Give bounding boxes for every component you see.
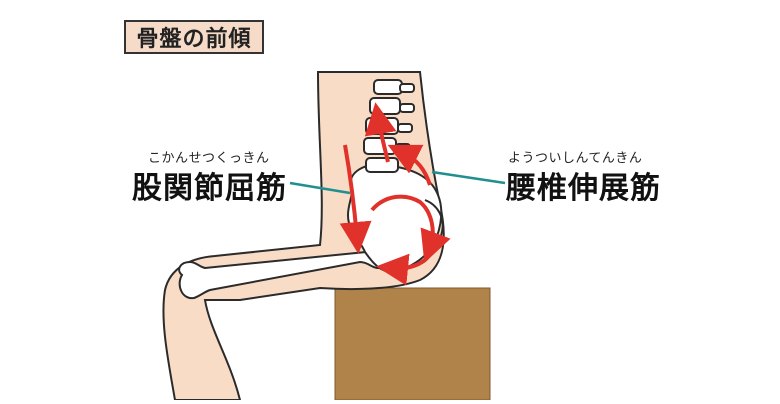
movement-arrows xyxy=(339,102,451,286)
hip-flexor-arrow xyxy=(339,144,372,254)
vertebra xyxy=(369,97,401,115)
vertebra xyxy=(365,157,399,173)
vertebral-process xyxy=(399,83,415,93)
right-label-reading: ようついしんてんきん xyxy=(508,151,643,166)
vertebra xyxy=(373,79,403,95)
left-pointer-line xyxy=(289,181,351,195)
lumbar-extensor-arrow xyxy=(387,144,432,186)
vertebra xyxy=(363,137,397,155)
vertebral-process xyxy=(397,123,413,133)
pelvis-rotation-arrow xyxy=(370,194,451,263)
vertebral-process xyxy=(399,103,415,113)
right-label: 腰椎伸展筋 xyxy=(506,171,661,206)
right-pointer-line xyxy=(431,170,506,185)
page-title: 骨盤の前傾 xyxy=(124,20,264,54)
left-label: 股関節屈筋 xyxy=(132,171,287,206)
seat-box xyxy=(334,287,491,401)
left-label-reading: こかんせつくっきん xyxy=(148,151,270,166)
lower-rotation-arrow xyxy=(376,249,434,286)
spine-up-arrow xyxy=(364,102,397,163)
